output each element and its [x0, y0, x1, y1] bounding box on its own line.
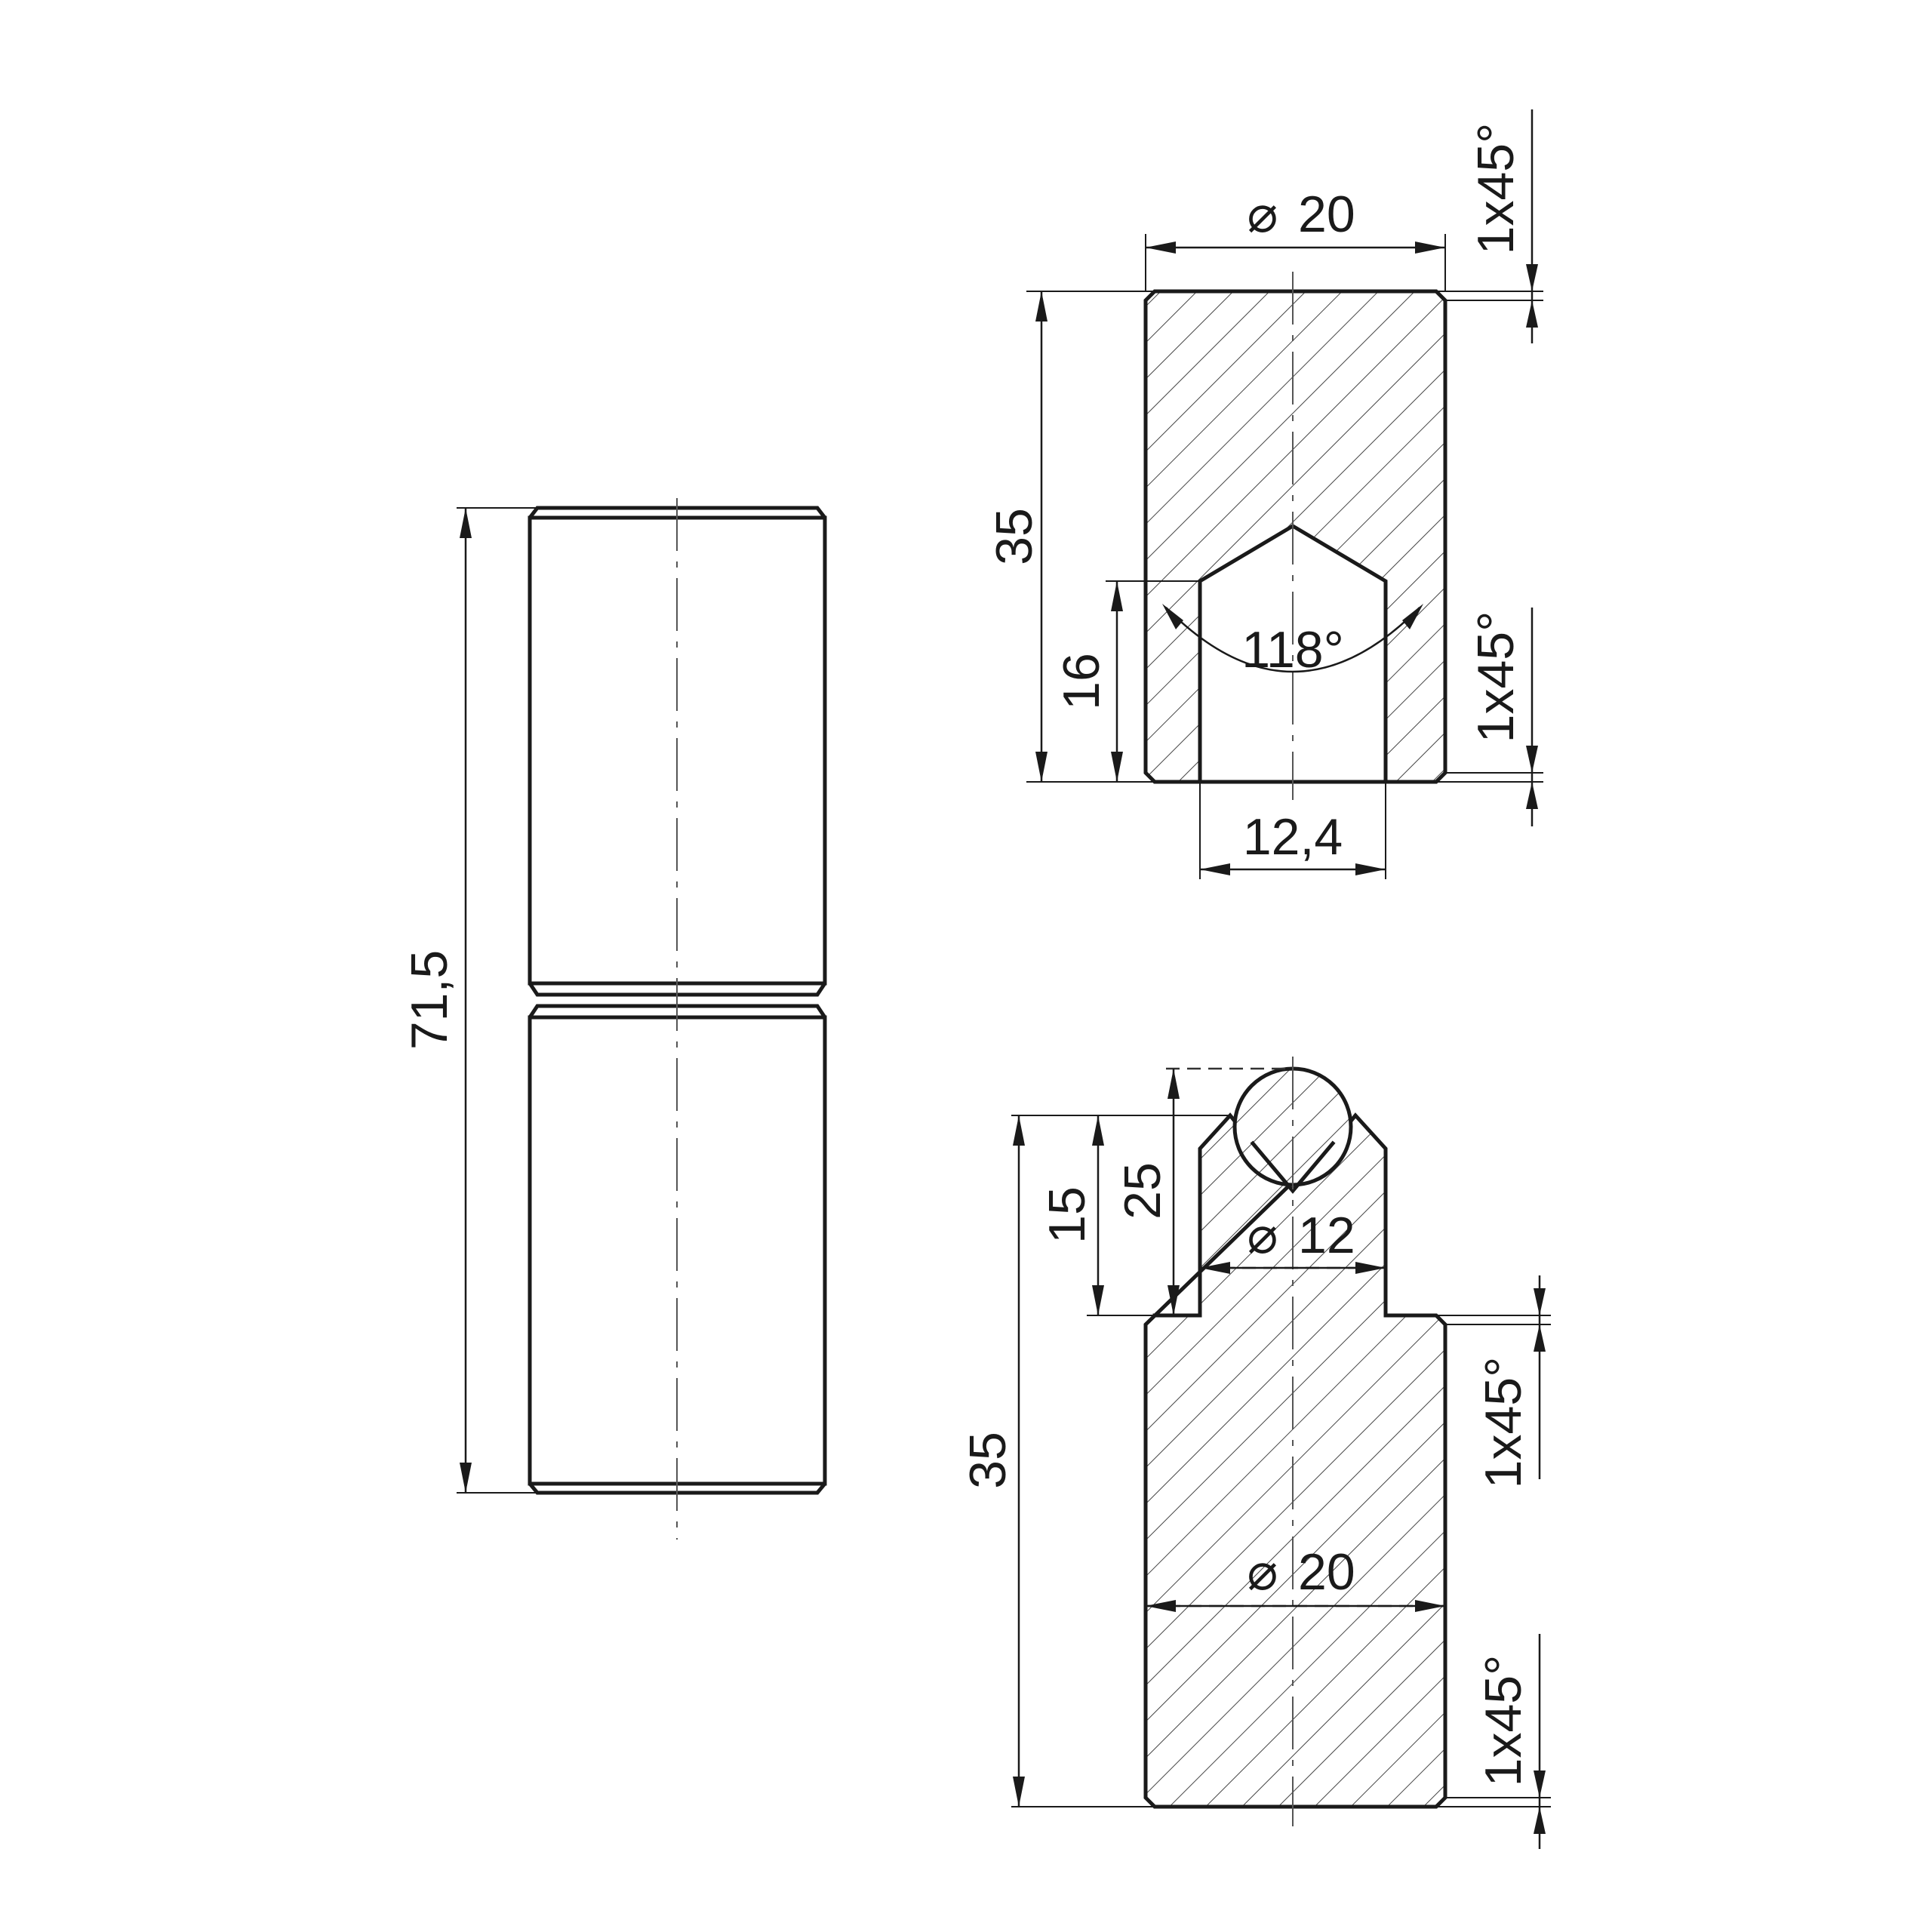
diameter-icon: ⌀: [1247, 1207, 1278, 1264]
label-top-chamfer-upper: 1x45°: [1467, 123, 1524, 255]
label-top-outer-diameter: 20: [1298, 186, 1355, 243]
label-bottom-chamfer-upper: 1x45°: [1475, 1357, 1532, 1489]
dim-arc-drill-angle: [1165, 607, 1420, 673]
hinge-lower-barrel: [528, 1004, 827, 1495]
top-part-section: ⌀ 20 35 16 118° 12,4 1x45°: [986, 109, 1543, 879]
assembled-hinge-view: 71,5: [401, 498, 827, 1540]
label-drill-angle: 118°: [1241, 621, 1344, 678]
label-bottom-outer-diameter: 20: [1298, 1543, 1355, 1601]
bottom-part-hatched-area: [1146, 1115, 1445, 1807]
bottom-part-section: ⌀ 12 ⌀ 20 35 15 25 1x45°: [959, 1057, 1551, 1849]
diameter-icon: ⌀: [1247, 1543, 1278, 1601]
label-bottom-part-length: 35: [959, 1432, 1017, 1489]
label-top-part-length: 35: [986, 508, 1043, 565]
pin-seat: [1250, 1140, 1336, 1194]
label-bottom-chamfer-lower: 1x45°: [1475, 1655, 1532, 1787]
label-total-length: 71,5: [401, 950, 458, 1050]
hinge-upper-barrel: [528, 506, 827, 997]
label-top-chamfer-lower: 1x45°: [1467, 611, 1524, 743]
label-pin-length-with-ball: 25: [1114, 1162, 1171, 1220]
top-part-hatched-area: [1146, 291, 1445, 782]
diameter-icon: ⌀: [1247, 186, 1278, 243]
label-top-bore-diameter: 12,4: [1243, 808, 1343, 866]
label-pin-diameter: 12: [1298, 1207, 1355, 1264]
label-top-bore-depth: 16: [1053, 653, 1110, 710]
label-pin-length: 15: [1038, 1186, 1096, 1244]
